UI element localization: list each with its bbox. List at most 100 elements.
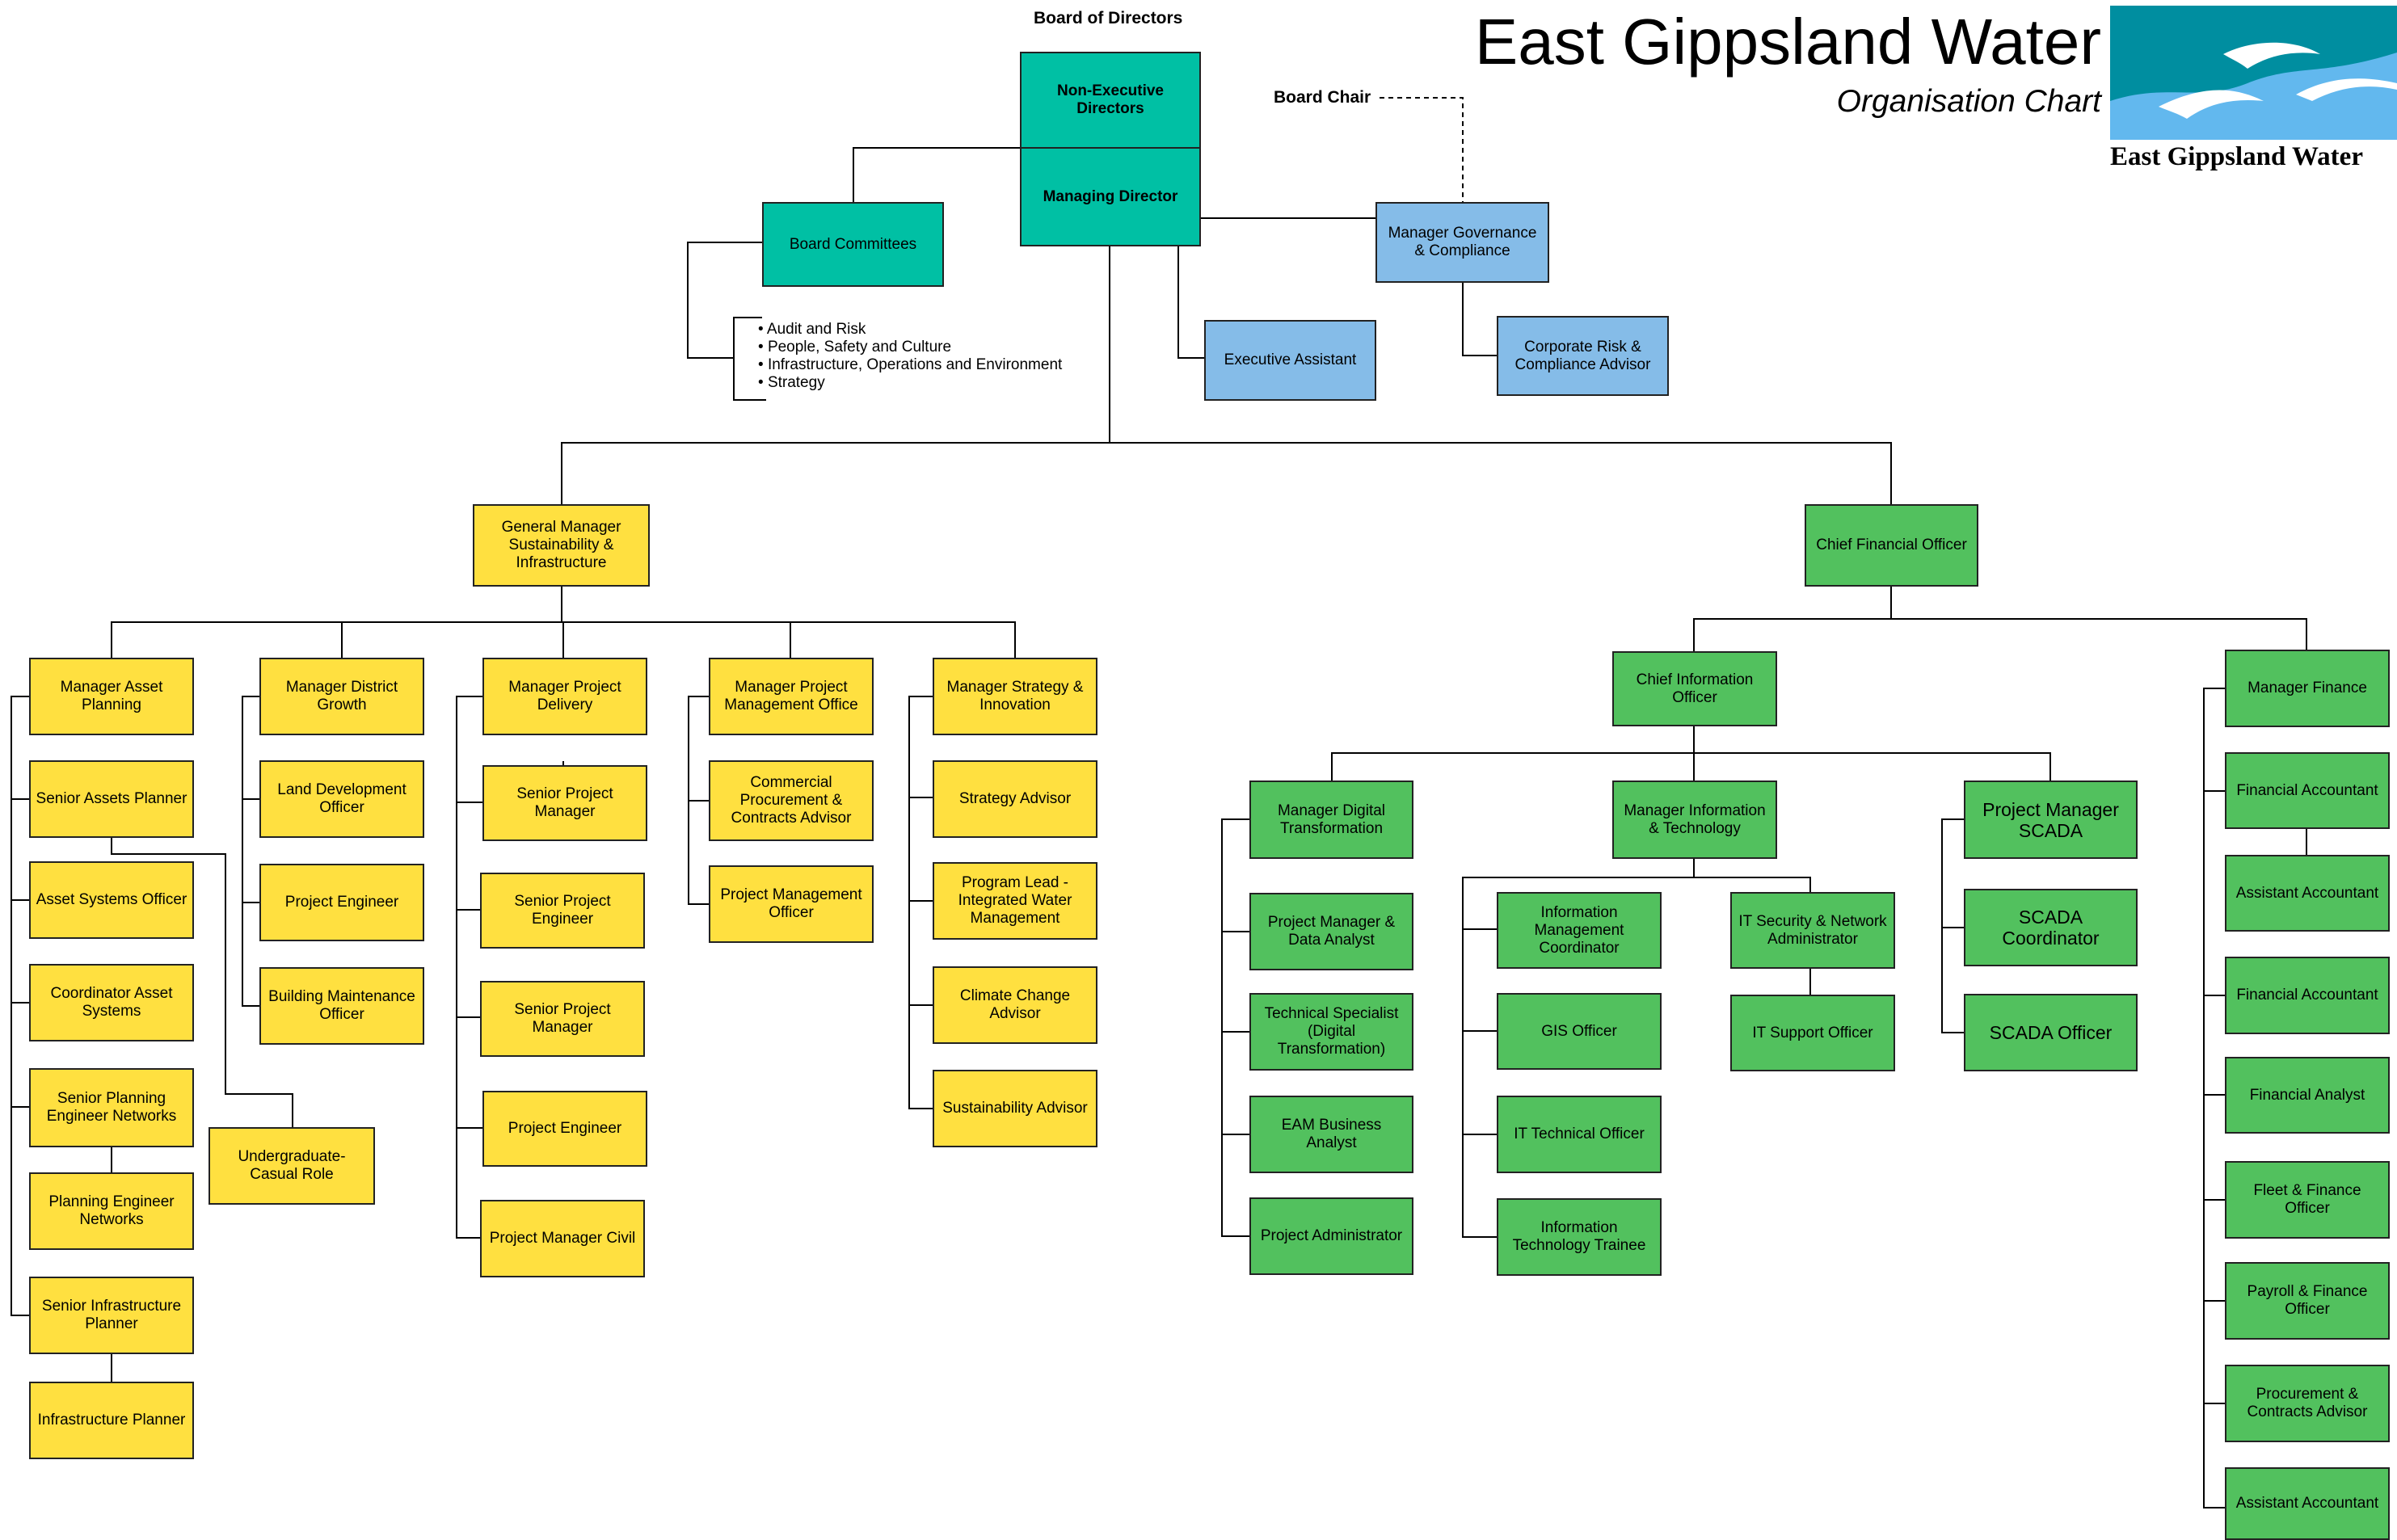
non-executive-directors-text: Non-Executive Directors	[1057, 82, 1164, 117]
org-box-text: Manager Project Delivery	[508, 679, 621, 713]
org-box-text: Project Engineer	[284, 894, 399, 911]
board-committees-list: Audit and Risk People, Safety and Cultur…	[758, 321, 1062, 392]
org-box-text: Fleet & Finance Officer	[2253, 1182, 2361, 1217]
org-box: SCADA Coordinator	[1964, 889, 2138, 966]
org-box: Technical Specialist (Digital Transforma…	[1249, 993, 1413, 1071]
logo-wave-crest	[2296, 78, 2397, 101]
org-box-text: Asset Systems Officer	[36, 891, 187, 908]
org-box-text: Land Development Officer	[277, 781, 407, 816]
org-box: Manager Project Management Office	[709, 658, 874, 735]
org-box-text: Procurement & Contracts Advisor	[2247, 1386, 2368, 1420]
east-gippsland-water-logo	[2110, 6, 2397, 140]
org-box-text: Senior Planning Engineer Networks	[46, 1090, 177, 1125]
board-committees-box: Board Committees	[762, 202, 944, 287]
org-box-text: Manager Digital Transformation	[1277, 802, 1386, 837]
org-box-text: SCADA Coordinator	[2002, 907, 2100, 949]
gm-sustainability-box: General Manager Sustainability & Infrast…	[473, 504, 650, 587]
board-of-directors-label: Board of Directors	[1034, 9, 1183, 27]
managing-director-text: Managing Director	[1043, 187, 1178, 205]
cfo-text: Chief Financial Officer	[1816, 536, 1967, 553]
org-box: GIS Officer	[1497, 993, 1662, 1070]
org-box: Land Development Officer	[259, 760, 424, 838]
board-committees-text: Board Committees	[789, 235, 917, 253]
org-box-text: Manager District Growth	[285, 679, 398, 713]
org-box-text: Payroll & Finance Officer	[2247, 1283, 2368, 1318]
org-box-text: Assistant Accountant	[2235, 884, 2379, 902]
org-box: Project Engineer	[259, 864, 424, 941]
org-box-text: GIS Officer	[1541, 1022, 1617, 1040]
org-box: Information Management Coordinator	[1497, 892, 1662, 969]
org-box: Manager Information & Technology	[1612, 781, 1777, 859]
org-box: Manager Asset Planning	[29, 658, 194, 735]
org-box-text: Project Administrator	[1260, 1227, 1403, 1244]
org-box-text: Senior Assets Planner	[36, 790, 187, 807]
org-box-text: Senior Project Engineer	[514, 893, 611, 928]
org-box: Procurement & Contracts Advisor	[2225, 1365, 2390, 1442]
org-box-text: Information Management Coordinator	[1534, 903, 1624, 957]
org-box: Sustainability Advisor	[933, 1070, 1097, 1147]
org-box: Financial Accountant	[2225, 957, 2390, 1034]
org-box-text: Technical Specialist (Digital Transforma…	[1264, 1005, 1399, 1058]
org-box: Senior Project Manager	[482, 765, 647, 841]
org-box: Senior Project Engineer	[480, 873, 645, 949]
org-box-text: EAM Business Analyst	[1281, 1117, 1382, 1151]
org-box-text: Senior Infrastructure Planner	[41, 1298, 182, 1332]
org-box-text: IT Security & Network Administrator	[1738, 912, 1887, 948]
cfo-box: Chief Financial Officer	[1805, 504, 1978, 587]
org-box: Undergraduate-Casual Role	[209, 1127, 375, 1205]
committee-item: People, Safety and Culture	[758, 339, 1062, 356]
org-box-text: Manager Information & Technology	[1624, 802, 1766, 837]
logo-wave-swirl-lower	[2159, 90, 2264, 119]
org-box: Manager Finance	[2225, 650, 2390, 727]
org-box: Strategy Advisor	[933, 760, 1097, 838]
org-box: Infrastructure Planner	[29, 1382, 194, 1459]
org-box-text: Manager Finance	[2247, 680, 2367, 696]
org-box: Asset Systems Officer	[29, 861, 194, 939]
org-box: Fleet & Finance Officer	[2225, 1161, 2390, 1239]
org-box: Senior Assets Planner	[29, 760, 194, 838]
org-box-text: Financial Analyst	[2249, 1086, 2365, 1104]
org-box-text: SCADA Officer	[1989, 1022, 2113, 1043]
corporate-risk-box: Corporate Risk & Compliance Advisor	[1497, 316, 1669, 396]
org-box-text: Project Engineer	[508, 1120, 622, 1137]
org-box: IT Support Officer	[1730, 995, 1895, 1071]
logo-water-band	[2110, 101, 2397, 140]
cio-text: Chief Information Officer	[1636, 671, 1754, 706]
org-box: Manager Strategy & Innovation	[933, 658, 1097, 735]
org-box: Project Manager SCADA	[1964, 781, 2138, 859]
org-box: Financial Analyst	[2225, 1057, 2390, 1134]
cio-box: Chief Information Officer	[1612, 651, 1777, 726]
org-box: Project Engineer	[482, 1091, 647, 1167]
executive-assistant-box: Executive Assistant	[1204, 320, 1376, 401]
org-box-text: Project Manager Civil	[489, 1230, 636, 1247]
logo-wave-swirl-upper	[2223, 42, 2320, 69]
chart-subtitle: Organisation Chart	[1836, 84, 2101, 119]
executive-assistant-text: Executive Assistant	[1224, 351, 1357, 368]
org-box-text: Sustainability Advisor	[942, 1100, 1088, 1117]
org-box-text: Planning Engineer Networks	[48, 1193, 175, 1228]
org-box-text: IT Technical Officer	[1514, 1126, 1645, 1142]
org-box: Project Manager & Data Analyst	[1249, 893, 1413, 970]
committee-item: Infrastructure, Operations and Environme…	[758, 356, 1062, 374]
org-box-text: Information Technology Trainee	[1512, 1219, 1646, 1254]
logo-wordmark: East Gippsland Water	[2110, 142, 2363, 171]
manager-governance-text: Manager Governance & Compliance	[1388, 225, 1537, 259]
org-box-text: Senior Project Manager	[516, 785, 613, 820]
org-box: Climate Change Advisor	[933, 966, 1097, 1044]
org-box: Senior Infrastructure Planner	[29, 1277, 194, 1354]
org-box-text: Manager Strategy & Innovation	[946, 679, 1084, 713]
org-box: Project Administrator	[1249, 1197, 1413, 1275]
org-box: Payroll & Finance Officer	[2225, 1262, 2390, 1340]
gm-sustainability-text: General Manager Sustainability & Infrast…	[501, 519, 621, 571]
managing-director-box: Managing Director	[1020, 147, 1201, 246]
org-box: Senior Planning Engineer Networks	[29, 1068, 194, 1147]
org-box-text: Coordinator Asset Systems	[50, 985, 173, 1020]
committee-item: Audit and Risk	[758, 321, 1062, 339]
committee-item: Strategy	[758, 374, 1062, 392]
manager-governance-box: Manager Governance & Compliance	[1375, 202, 1549, 283]
org-box: Manager District Growth	[259, 658, 424, 735]
board-chair-label: Board Chair	[1274, 88, 1371, 107]
org-box: Assistant Accountant	[2225, 1467, 2390, 1540]
org-box: IT Security & Network Administrator	[1730, 892, 1895, 969]
org-box-text: Manager Project Management Office	[724, 679, 858, 713]
